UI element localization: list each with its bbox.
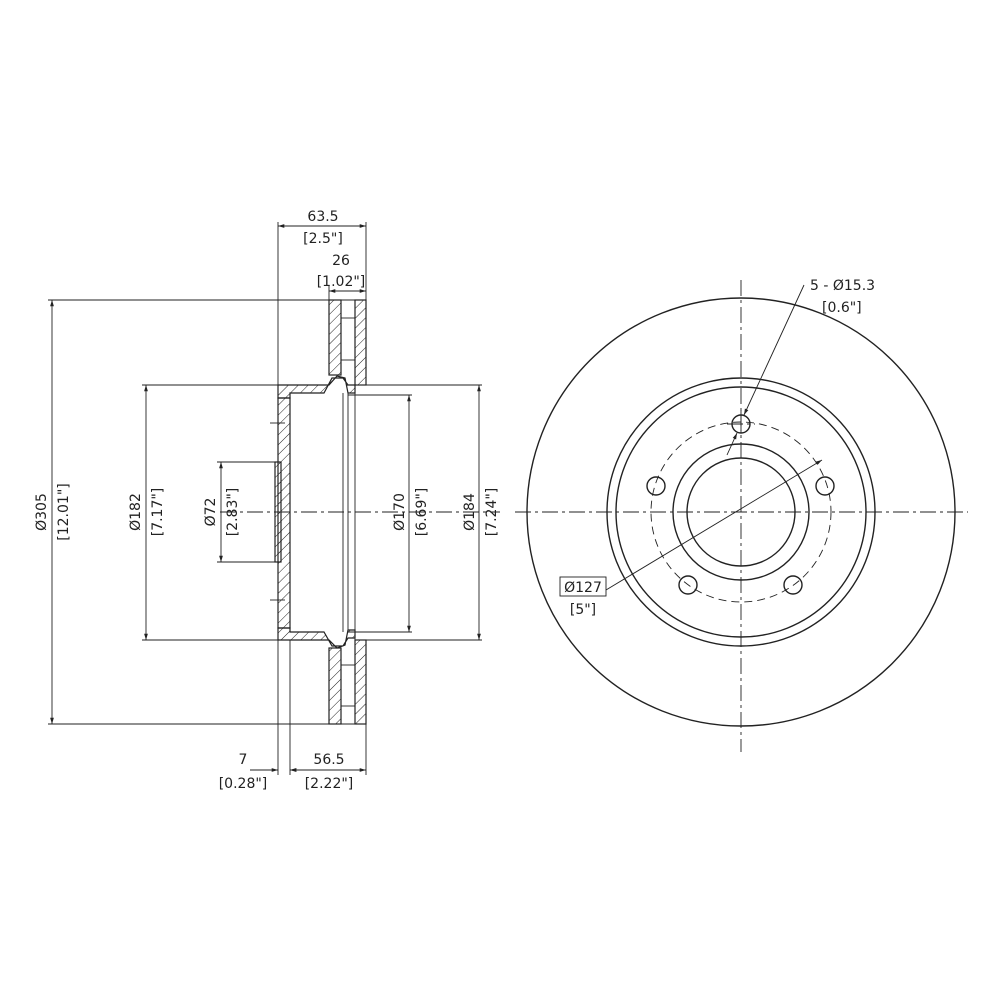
outer-plate-upper [354,299,367,386]
rotor-thickness-value: 26 [332,253,350,269]
inner-plate-upper [328,299,342,376]
outer-disc-circle [526,297,956,727]
hat-depth-value: 56.5 [313,752,344,768]
bolt-hole-leader [743,284,805,416]
outer-diameter-inch: [12.01"] [56,483,72,540]
hat-offset-value: 7 [239,752,248,768]
inner-diameter-inch: [6.69"] [414,488,430,537]
center-bore-inch: [2.83"] [225,488,241,537]
bolt-circle-inch: [5"] [570,602,596,618]
bolt-circle-leader [605,459,823,591]
bolt-circle-box [559,576,607,597]
bolt-hole [815,476,835,496]
inner-diameter-value: Ø170 [392,493,408,531]
outer-plate-lower [354,639,367,725]
friction-inner-circle [606,377,876,647]
center-bore-value: Ø72 [203,498,219,527]
bolt-hole [783,575,803,595]
hat-outer-diameter-inch: [7.17"] [150,488,166,537]
hat-outer-circle [615,386,867,638]
friction-inner-diameter-inch: [7.24"] [484,488,500,537]
hat-outer-diameter-value: Ø182 [128,493,144,531]
center-bore-flange [274,461,282,563]
hat-top-wall [277,375,356,399]
bolt-circle-value: Ø127 [564,580,602,596]
rotor-thickness-inch: [1.02"] [317,274,366,290]
bolt-holes [646,410,835,595]
overall-width-inch: [2.5"] [303,231,343,247]
hub-outer-circle [672,443,810,581]
inner-plate-lower [328,647,342,725]
overall-width-value: 63.5 [307,209,338,225]
center-bore-circle [686,457,796,567]
hat-offset-inch: [0.28"] [219,776,268,792]
bolt-hole [678,575,698,595]
front-view: 5 - Ø15.3 [0.6"] Ø127 [5"] [515,278,968,752]
side-section-view: 63.5 [2.5"] 26 [1.02"] 7 [0.28"] 56.5 [2… [34,209,500,792]
friction-inner-diameter-value: Ø184 [462,493,478,531]
bolt-holes-inch: [0.6"] [822,300,862,316]
bolt-hole [646,476,666,496]
bolt-holes-value: 5 - Ø15.3 [810,278,875,294]
hat-depth-inch: [2.22"] [305,776,354,792]
outer-diameter-value: Ø305 [34,493,50,531]
